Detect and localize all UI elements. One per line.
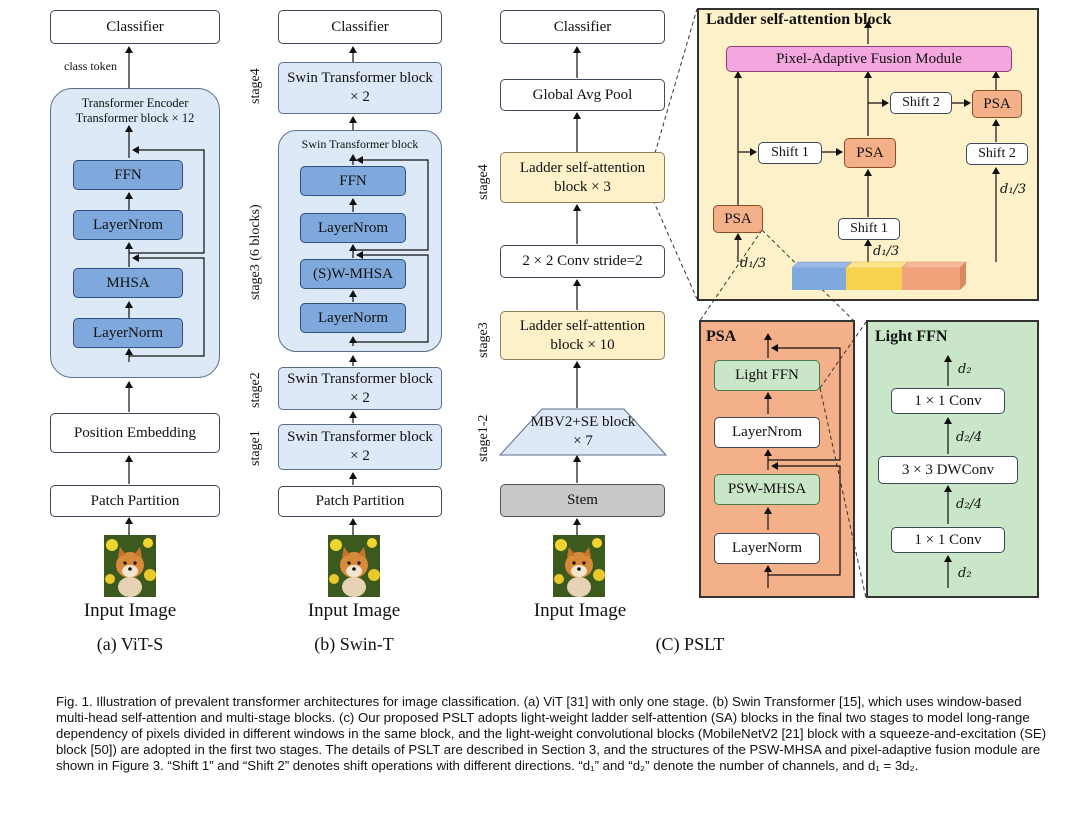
channel-split-bars [791, 261, 967, 290]
swin-subtitle: (b) Swin-T [314, 634, 394, 654]
lightffn-d24-a: d₂/4 [956, 430, 983, 445]
swin-stage3-label: stage3 (6 blocks) [248, 204, 263, 300]
ladder-fusion-module: Pixel-Adaptive Fusion Module [726, 46, 1012, 72]
pslt-global-avg-pool: Global Avg Pool [500, 79, 665, 111]
pslt-stage3-label: stage3 [476, 322, 491, 358]
swin-input-image [328, 535, 380, 597]
psa-layernorm: LayerNorm [714, 533, 820, 564]
swin-stage1-block: Swin Transformer block × 2 [278, 424, 442, 470]
vit-input-image [104, 535, 156, 597]
pslt-stage12-block: MBV2+SE block × 7 [530, 414, 636, 449]
psa-pswmhsa: PSW-MHSA [714, 474, 820, 505]
swin-classifier: Classifier [278, 10, 442, 44]
vit-position-embedding: Position Embedding [50, 413, 220, 453]
lightffn-d24-b: d₂/4 [956, 497, 983, 512]
swin-patch-partition: Patch Partition [278, 486, 442, 517]
ladder-shift1-low: Shift 1 [838, 218, 900, 240]
lightffn-conv-bottom: 1 × 1 Conv [891, 527, 1005, 553]
dog-image-icon [104, 535, 156, 597]
pslt-classifier: Classifier [500, 10, 665, 44]
vit-subtitle: (a) ViT-S [96, 634, 164, 654]
ladder-title: Ladder self-attention block [706, 11, 892, 28]
vit-ffn: FFN [73, 160, 183, 190]
ladder-psa-left: PSA [713, 205, 763, 233]
pslt-input-image-label: Input Image [533, 600, 627, 621]
pslt-stem: Stem [500, 484, 665, 517]
swin-block-title: Swin Transformer block [301, 137, 419, 151]
vit-classifier: Classifier [50, 10, 220, 44]
swin-stage2-label: stage2 [248, 372, 263, 408]
swin-swmhsa: (S)W-MHSA [300, 259, 406, 289]
ladder-psa-mid: PSA [844, 138, 896, 168]
vit-class-token-label: class token [64, 59, 117, 73]
swin-stage2-block: Swin Transformer block × 2 [278, 367, 442, 410]
ladder-shift2-top: Shift 2 [890, 92, 952, 114]
vit-patch-partition: Patch Partition [50, 485, 220, 517]
pslt-stage3-block: Ladder self-attention block × 10 [500, 311, 665, 360]
dog-image-icon [553, 535, 605, 597]
pslt-mbv2-trapezoid [498, 408, 668, 456]
psa-layernrom: LayerNrom [714, 417, 820, 448]
psa-light-ffn: Light FFN [714, 360, 820, 391]
ladder-psa-top: PSA [972, 90, 1022, 118]
dog-image-icon [328, 535, 380, 597]
pslt-stage4-label: stage4 [476, 164, 491, 200]
ladder-shift1-mid: Shift 1 [758, 142, 822, 164]
lightffn-conv-top: 1 × 1 Conv [891, 388, 1005, 414]
lightffn-dwconv: 3 × 3 DWConv [878, 456, 1018, 484]
swin-layernorm: LayerNorm [300, 303, 406, 333]
pslt-conv-downsample: 2 × 2 Conv stride=2 [500, 245, 665, 278]
pslt-input-image [553, 535, 605, 597]
swin-ffn: FFN [300, 166, 406, 196]
vit-layernrom: LayerNrom [73, 210, 183, 240]
swin-stage1-label: stage1 [248, 430, 263, 466]
pslt-stage12-label: stage1-2 [476, 414, 491, 462]
ladder-d13-left: d₁/3 [740, 256, 767, 271]
lightffn-title: Light FFN [875, 328, 948, 345]
psa-title: PSA [706, 328, 737, 345]
lightffn-d2-top: d₂ [958, 362, 972, 377]
pslt-stage4-block: Ladder self-attention block × 3 [500, 152, 665, 203]
lightffn-d2-bottom: d₂ [958, 566, 972, 581]
swin-stage4-label: stage4 [248, 68, 263, 104]
figure-caption: Fig. 1. Illustration of prevalent transf… [56, 694, 1047, 773]
vit-layernorm: LayerNorm [73, 318, 183, 348]
swin-input-image-label: Input Image [307, 600, 401, 621]
ladder-d13-mid: d₁/3 [873, 244, 900, 259]
vit-encoder-title: Transformer Encoder [81, 96, 189, 110]
ladder-shift2-right: Shift 2 [966, 143, 1028, 165]
pslt-subtitle: (C) PSLT [655, 634, 725, 654]
ladder-d13-right: d₁/3 [1000, 182, 1027, 197]
vit-input-image-label: Input Image [83, 600, 177, 621]
swin-layernrom: LayerNrom [300, 213, 406, 243]
swin-stage4-block: Swin Transformer block × 2 [278, 62, 442, 114]
vit-encoder-subtitle: Transformer block × 12 [75, 111, 195, 125]
vit-mhsa: MHSA [73, 268, 183, 298]
